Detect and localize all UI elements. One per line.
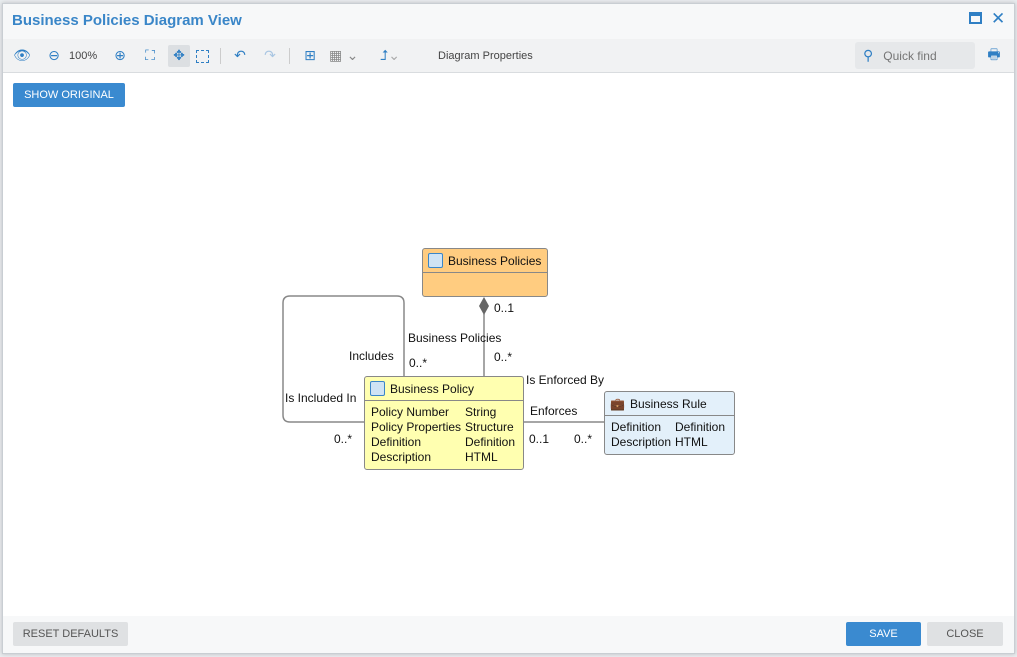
node-title: Business Policy [390,381,475,396]
role-label: Enforces [530,404,578,418]
node-business-policies[interactable]: Business Policies [422,248,548,297]
multiplicity-label: 0..1 [494,301,515,315]
entity-list-icon [370,381,385,396]
maximize-icon[interactable] [969,12,982,24]
connector-style-dropdown-icon[interactable]: ⮥ ⌄ [380,48,400,64]
close-icon[interactable]: ✕ [991,9,1006,29]
briefcase-icon: 💼 [610,396,625,411]
undo-icon[interactable]: ↶ [234,48,246,64]
separator [289,48,290,64]
select-area-icon[interactable] [191,45,213,67]
pan-icon[interactable]: ✥ [168,45,190,67]
role-label: Is Included In [285,391,357,405]
table-layout-dropdown-icon[interactable]: ▦ ⌄ [329,48,359,64]
multiplicity-label: 0..1 [529,432,550,446]
connectors [282,295,604,423]
dialog-title: Business Policies Diagram View [12,12,242,29]
search-icon: ⚲ [863,47,874,63]
composition-diamond [479,297,489,315]
multiplicity-label: 0..* [574,432,593,446]
eye-icon[interactable]: 👁 [13,48,31,64]
show-original-button[interactable]: SHOW ORIGINAL [13,83,125,107]
dialog-footer: RESET DEFAULTS SAVE CLOSE [3,616,1014,653]
multiplicity-label: 0..* [494,350,513,364]
zoom-in-icon[interactable]: ⊕ [114,48,126,64]
role-label: Is Enforced By [526,373,605,387]
toolbar: 👁 ⊖ 100% ⊕ ⛶ ✥ ↶ ↷ ⊞ ▦ ⌄ ⮥ ⌄ Diagram Pro… [3,39,1014,73]
separator [220,48,221,64]
multiplicity-label: 0..* [409,356,428,370]
entity-icon [428,253,443,268]
quick-find-field[interactable]: ⚲ [855,42,975,69]
layout-icon[interactable]: ⊞ [304,48,316,64]
reset-defaults-button[interactable]: RESET DEFAULTS [13,622,128,646]
redo-icon[interactable]: ↷ [264,48,276,64]
fit-to-screen-icon[interactable]: ⛶ [145,48,155,64]
diagram-dialog: Business Policies Diagram View ✕ 👁 ⊖ 100… [2,3,1015,654]
node-title: Business Policies [448,253,542,268]
print-icon[interactable]: 🖶 [987,47,1001,63]
zoom-out-icon[interactable]: ⊖ [48,48,60,64]
multiplicity-label: 0..* [334,432,353,446]
save-button[interactable]: SAVE [846,622,921,646]
node-title: Business Rule [629,396,707,411]
diagram-properties-button[interactable]: Diagram Properties [438,50,533,62]
self-association-line [282,295,405,423]
zoom-level: 100% [69,50,98,62]
role-label: Includes [349,349,394,363]
close-button[interactable]: CLOSE [927,622,1003,646]
role-label: Business Policies [408,331,502,345]
title-bar: Business Policies Diagram View ✕ [3,4,1014,39]
quick-find-input[interactable] [881,47,967,64]
